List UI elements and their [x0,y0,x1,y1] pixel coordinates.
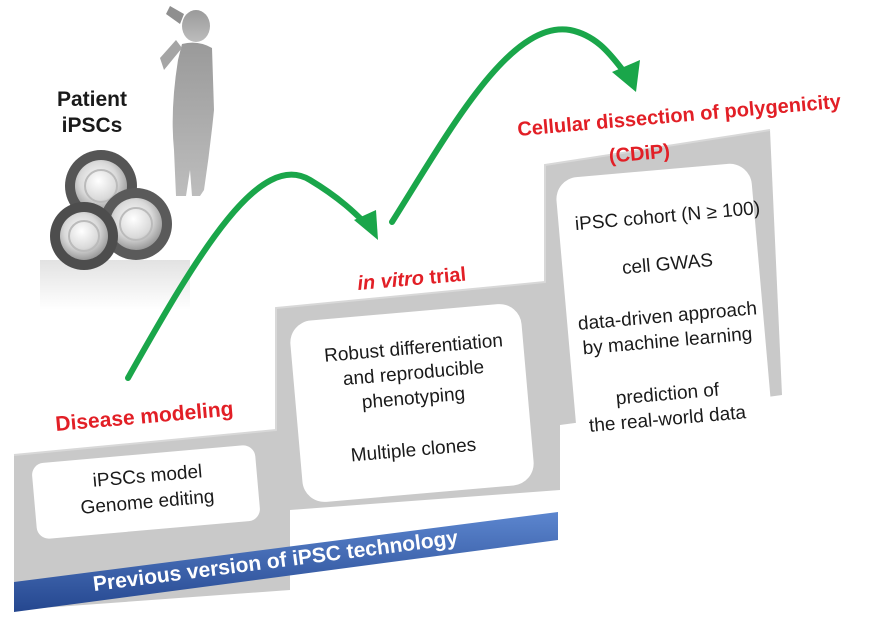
platform-edge [13,129,771,456]
stage-title-cdip: (CDiP) [608,140,671,167]
progression-arrow-icon [125,171,378,381]
stage-title-cdip: Cellular dissection of polygenicity [517,91,843,141]
in-vitro-trial-box: Robust differentiation and reproducible … [290,304,534,502]
disease-modeling-box: iPSCs model Genome editing [32,445,260,539]
dish-reflection [40,260,190,310]
patient-label: iPSCs [62,114,123,137]
stage-title-disease-modeling: Disease modeling [54,398,234,436]
cdip-box: iPSC cohort (N ≥ 100) cell GWAS data-dri… [556,163,772,447]
patient-silhouette-icon [160,6,214,196]
stage-title-in-vitro-trial: in vitro trial [357,264,467,295]
patient-label: Patient [57,88,127,111]
culture-dish-icon [50,202,118,270]
culture-dish-icon [100,188,172,260]
progression-arrow-icon [389,26,640,225]
